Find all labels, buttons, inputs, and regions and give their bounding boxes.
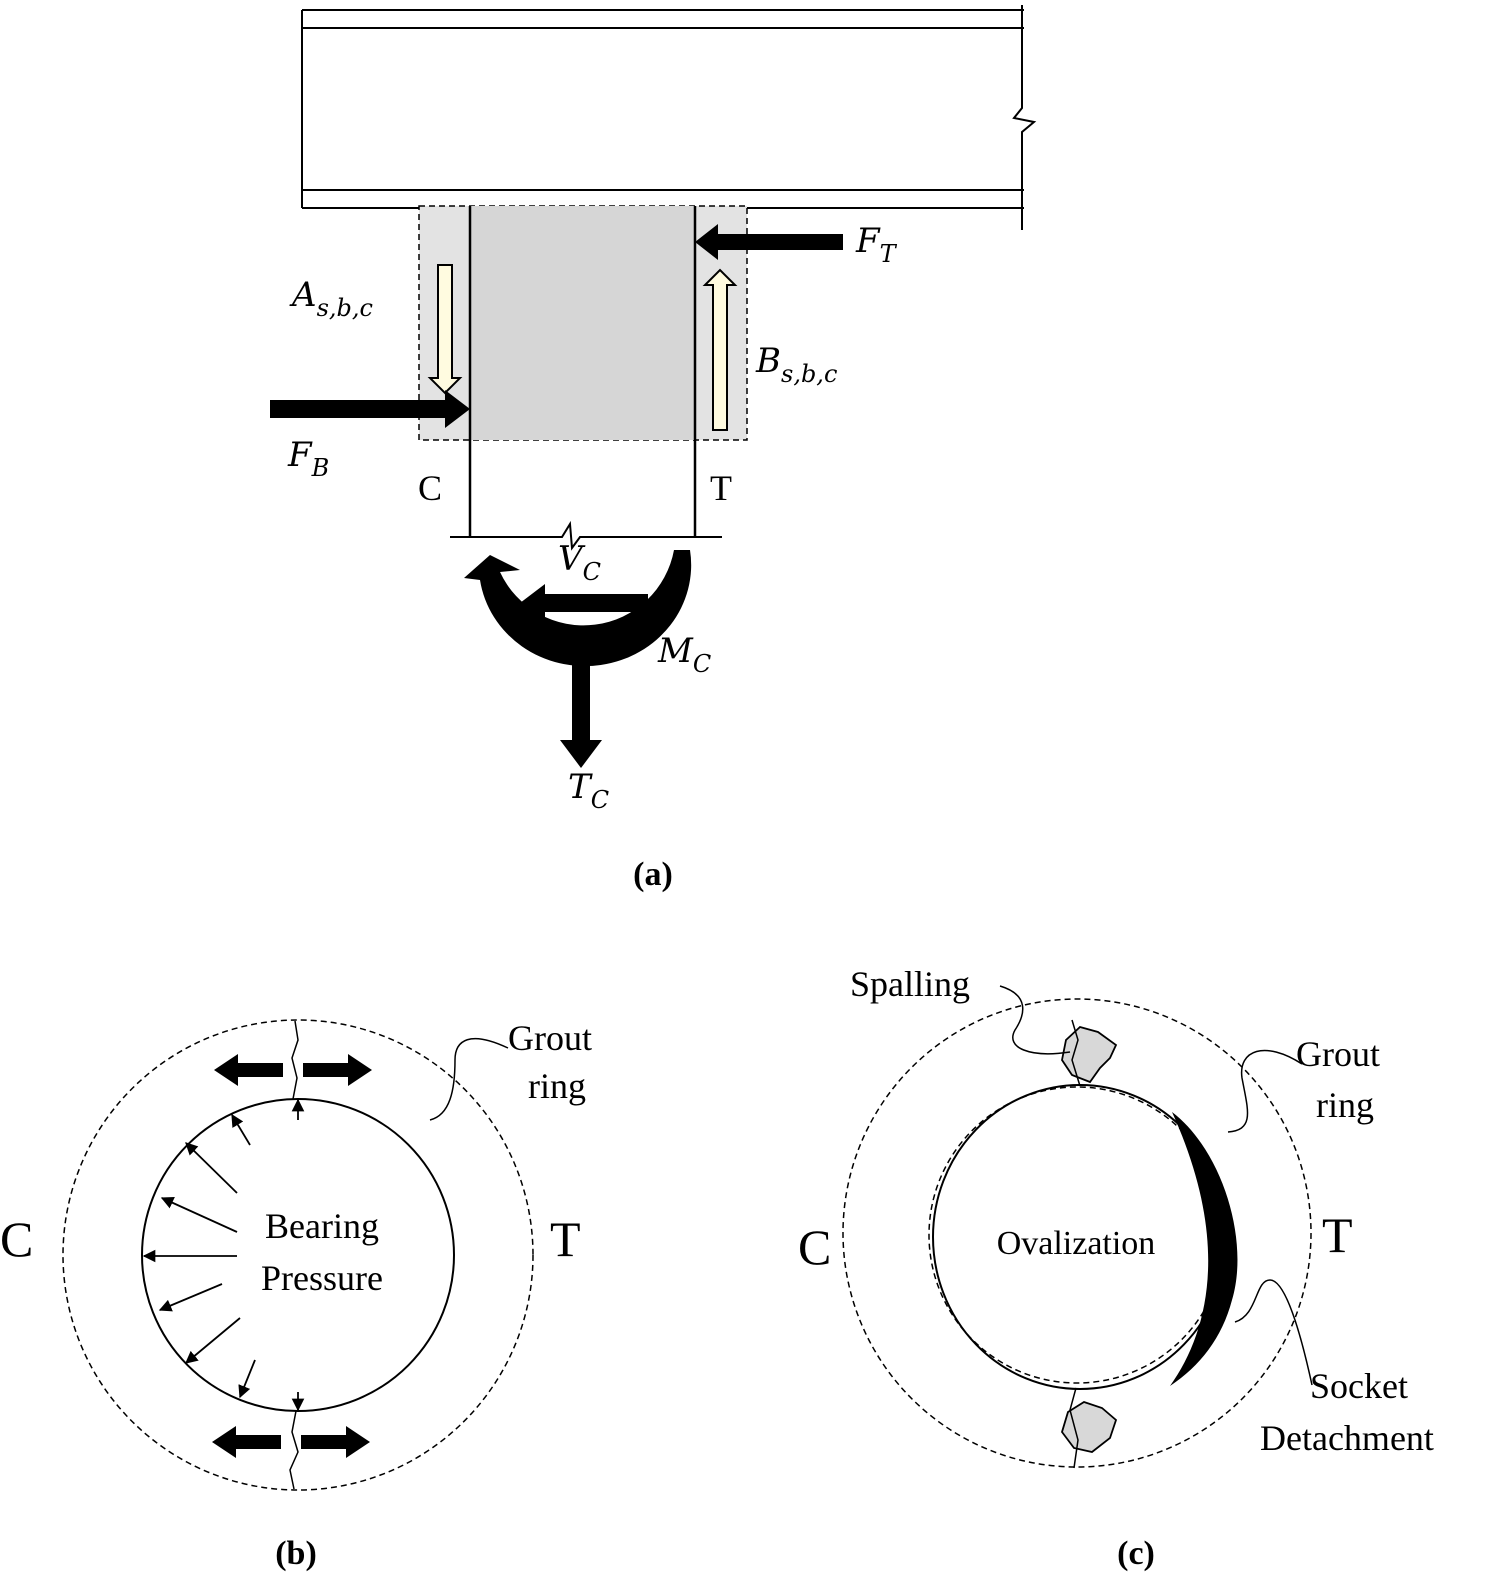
label-c-side: C [418,468,442,508]
label-grout-c-1: Grout [1296,1034,1380,1074]
spalling-chunk-top [1061,1025,1118,1084]
label-t-side-c: T [1322,1207,1353,1263]
label-bearing-2: Pressure [261,1258,383,1298]
force-arrow-tc [560,660,602,768]
label-mc: MC [657,631,711,678]
label-c-side-c: C [798,1219,831,1275]
column [450,206,722,551]
force-arrow-ft [695,224,843,260]
label-socket-1: Socket [1310,1366,1408,1406]
spalling-leader [999,985,1071,1055]
label-ft: FT [855,221,898,268]
socket-detachment-leader [1234,1279,1313,1386]
shear-arrow-bs [702,268,738,431]
label-ovalization: Ovalization [997,1225,1156,1262]
column-embedded-part [470,206,695,440]
label-grout-c-2: ring [1316,1085,1374,1125]
label-bearing-1: Bearing [265,1206,379,1246]
label-tc: TC [568,767,609,814]
steel-beam [301,5,1037,230]
force-arrow-fb [270,390,470,428]
label-grout-b-2: ring [528,1066,586,1106]
force-arrow-vc [520,584,648,622]
grout-ring-leader-b [429,1037,509,1121]
crack-bottom-c [1069,1387,1079,1469]
caption-b: (b) [275,1535,317,1572]
bearing-pressure-arrows [142,1098,305,1412]
label-fb: FB [287,435,329,482]
label-t-side-b: T [550,1211,581,1267]
label-socket-2: Detachment [1260,1418,1434,1458]
grout-ring-leader-c [1227,1049,1303,1133]
grout-ring-outer [62,1019,534,1491]
label-spalling: Spalling [850,964,970,1004]
caption-c: (c) [1117,1535,1155,1572]
crack-top [291,1020,299,1100]
grout-ring-outer-c [842,998,1312,1468]
label-c-side-b: C [0,1211,33,1267]
label-as: As,b,c [289,275,373,322]
splitting-arrows-bottom [212,1426,370,1458]
spalling-chunk-bottom [1061,1401,1118,1453]
panel-c: Spalling Grout ring Ovalization C T Sock… [798,964,1434,1572]
label-bs: Bs,b,c [755,341,837,388]
label-grout-b-1: Grout [508,1018,592,1058]
panel-a: FT As,b,c Bs,b,c FB C T VC MC TC (a) [270,5,1037,893]
splitting-arrows-top [214,1054,372,1086]
label-t-side: T [710,468,732,508]
caption-a: (a) [633,856,673,893]
moment-arrow-mc [464,550,692,667]
crack-bottom [289,1410,299,1490]
shear-arrow-as [427,264,463,395]
crack-top-c [1071,1019,1081,1087]
socket-detachment-gap [1170,1112,1238,1386]
label-vc: VC [558,539,601,586]
panel-b: Grout ring Bearing Pressure C T (b) [0,1018,592,1572]
